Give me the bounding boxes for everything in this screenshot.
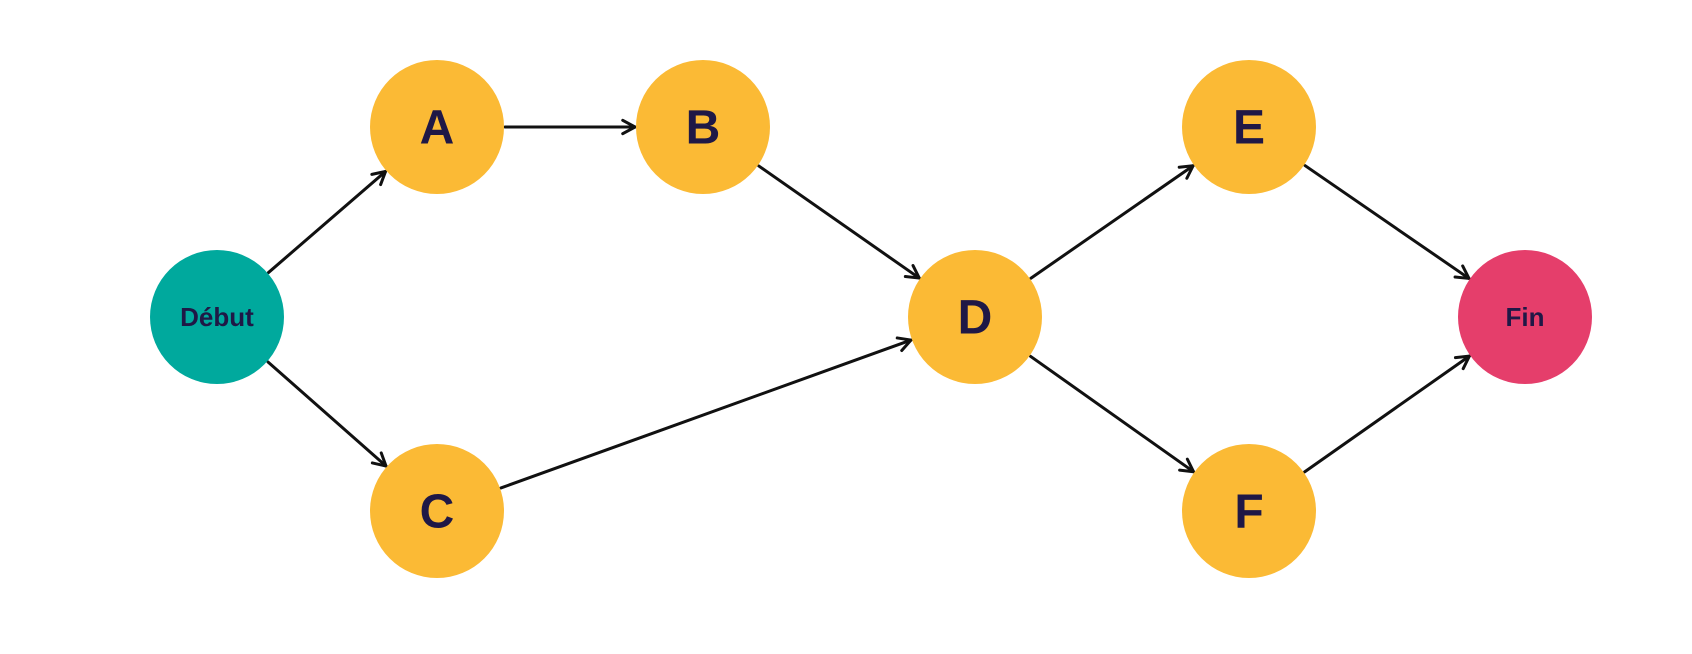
edge-line [499, 338, 913, 490]
node-fin: Fin [1458, 250, 1592, 384]
arrow-head-icon [1453, 354, 1471, 371]
edge-debut-C [266, 360, 388, 468]
node-label: F [1234, 486, 1263, 539]
node-debut: Début [150, 250, 284, 384]
node-circle [636, 60, 770, 194]
edge-A-B [503, 118, 637, 136]
node-label: A [420, 102, 455, 155]
edge-E-fin [1303, 164, 1471, 280]
node-circle [150, 250, 284, 384]
arrow-head-icon [370, 169, 388, 187]
node-label: Début [180, 302, 254, 332]
nodes-layer: Début A B C D E F Fin [150, 60, 1592, 578]
node-circle [1182, 60, 1316, 194]
node-label: Fin [1506, 302, 1545, 332]
node-E: E [1182, 60, 1316, 194]
node-circle [908, 250, 1042, 384]
edge-D-E [1029, 164, 1195, 280]
edge-line [1028, 354, 1196, 474]
node-C: C [370, 444, 504, 578]
node-D: D [908, 250, 1042, 384]
edge-F-fin [1303, 354, 1471, 474]
arrow-head-icon [370, 451, 388, 468]
node-F: F [1182, 444, 1316, 578]
arrow-head-icon [903, 264, 921, 280]
edge-debut-A [266, 169, 388, 275]
arrow-head-icon [1178, 457, 1196, 474]
node-label: C [420, 486, 455, 539]
node-label: E [1233, 102, 1265, 155]
node-A: A [370, 60, 504, 194]
arrow-head-icon [895, 336, 913, 353]
edge-line [1303, 164, 1471, 280]
edge-B-D [757, 164, 921, 280]
node-label: B [686, 102, 721, 155]
arrow-head-icon [1177, 164, 1195, 180]
arrow-head-icon [621, 118, 637, 136]
edge-line [266, 169, 388, 275]
edge-line [266, 360, 388, 468]
edge-line [757, 164, 921, 280]
node-circle [370, 60, 504, 194]
node-B: B [636, 60, 770, 194]
edge-D-F [1028, 354, 1196, 474]
edges-layer [266, 118, 1471, 490]
node-label: D [958, 292, 993, 345]
node-circle [370, 444, 504, 578]
node-circle [1458, 250, 1592, 384]
edge-line [1029, 164, 1195, 280]
arrow-head-icon [1453, 264, 1471, 280]
edge-C-D [499, 336, 913, 490]
node-circle [1182, 444, 1316, 578]
edge-line [1303, 354, 1471, 474]
